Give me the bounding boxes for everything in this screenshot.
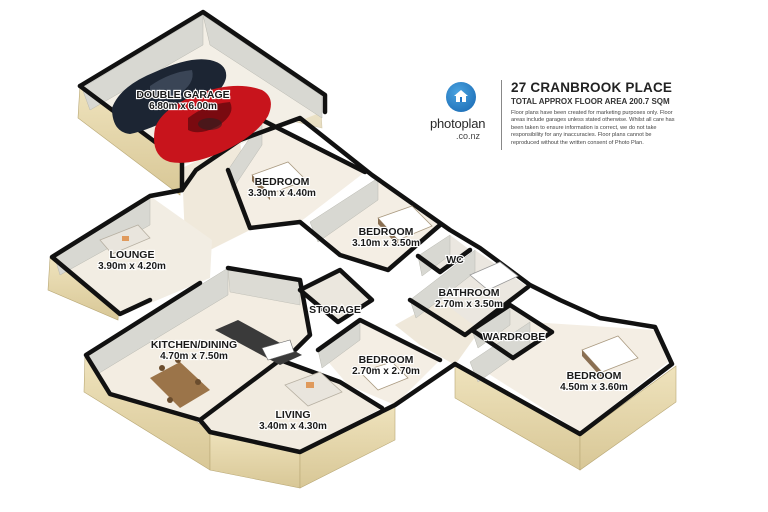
bathtub-icon: [469, 261, 519, 291]
bedroom3-size: 2.70m x 2.70m: [352, 366, 420, 377]
sofa-icon: [284, 371, 343, 407]
bathroom-name: BATHROOM: [438, 287, 499, 299]
disclaimer: Floor plans have been created for market…: [511, 110, 675, 146]
black-car-icon: [112, 59, 227, 135]
property-address: 27 CRANBROOK PLACE: [511, 80, 673, 95]
living-size: 3.40m x 4.30m: [259, 421, 327, 432]
bed-icon: [377, 205, 433, 246]
garage-name: DOUBLE GARAGE: [136, 89, 229, 101]
storage-name: STORAGE: [309, 304, 361, 316]
bed-icon: [251, 161, 307, 200]
bedroom2-name: BEDROOM: [359, 226, 414, 238]
bed-icon: [581, 335, 639, 378]
brand-logo: photoplan .co.nz: [428, 82, 498, 142]
lounge-size: 3.90m x 4.20m: [98, 261, 166, 272]
lounge-name: LOUNGE: [110, 249, 155, 261]
living-name: LIVING: [275, 409, 310, 421]
logo-badge: [446, 82, 476, 112]
dining-table-icon: [150, 357, 210, 408]
bedroom1-name: BEDROOM: [255, 176, 310, 188]
property-info: 27 CRANBROOK PLACE TOTAL APPROX FLOOR AR…: [511, 80, 681, 147]
bed-icon: [359, 361, 409, 391]
house-icon: [454, 90, 468, 102]
red-car-icon: [154, 85, 271, 163]
kitchen-floor: [88, 268, 308, 420]
bathroom-size: 2.70m x 3.50m: [435, 299, 503, 310]
brand-name: photoplan: [430, 116, 486, 131]
furniture: [99, 59, 639, 408]
floor-area: TOTAL APPROX FLOOR AREA 200.7 SQM: [511, 97, 670, 106]
kitchen-size: 4.70m x 7.50m: [160, 351, 228, 362]
brand-domain: .co.nz: [456, 131, 481, 141]
bedroom2-size: 3.10m x 3.50m: [352, 238, 420, 249]
kitchen-name: KITCHEN/DINING: [151, 339, 237, 351]
garage-size: 6.80m x 6.00m: [149, 101, 217, 112]
sofa-icon: [99, 224, 151, 255]
interior-wall-faces: [54, 14, 531, 383]
wall-tops: [49, 9, 675, 455]
room-labels: DOUBLE GARAGE 6.80m x 6.00m BEDROOM 3.30…: [97, 88, 629, 433]
bedroom4-name: BEDROOM: [567, 370, 622, 382]
brand-divider: [501, 80, 502, 150]
wc-name: WC: [446, 254, 464, 266]
bedroom1-size: 3.30m x 4.40m: [248, 188, 316, 199]
bedroom4-size: 4.50m x 3.60m: [560, 382, 628, 393]
wardrobe-name: WARDROBE: [483, 331, 545, 343]
kitchen-bench-icon: [215, 320, 302, 365]
bedroom3-name: BEDROOM: [359, 354, 414, 366]
lounge-floor: [55, 196, 212, 315]
